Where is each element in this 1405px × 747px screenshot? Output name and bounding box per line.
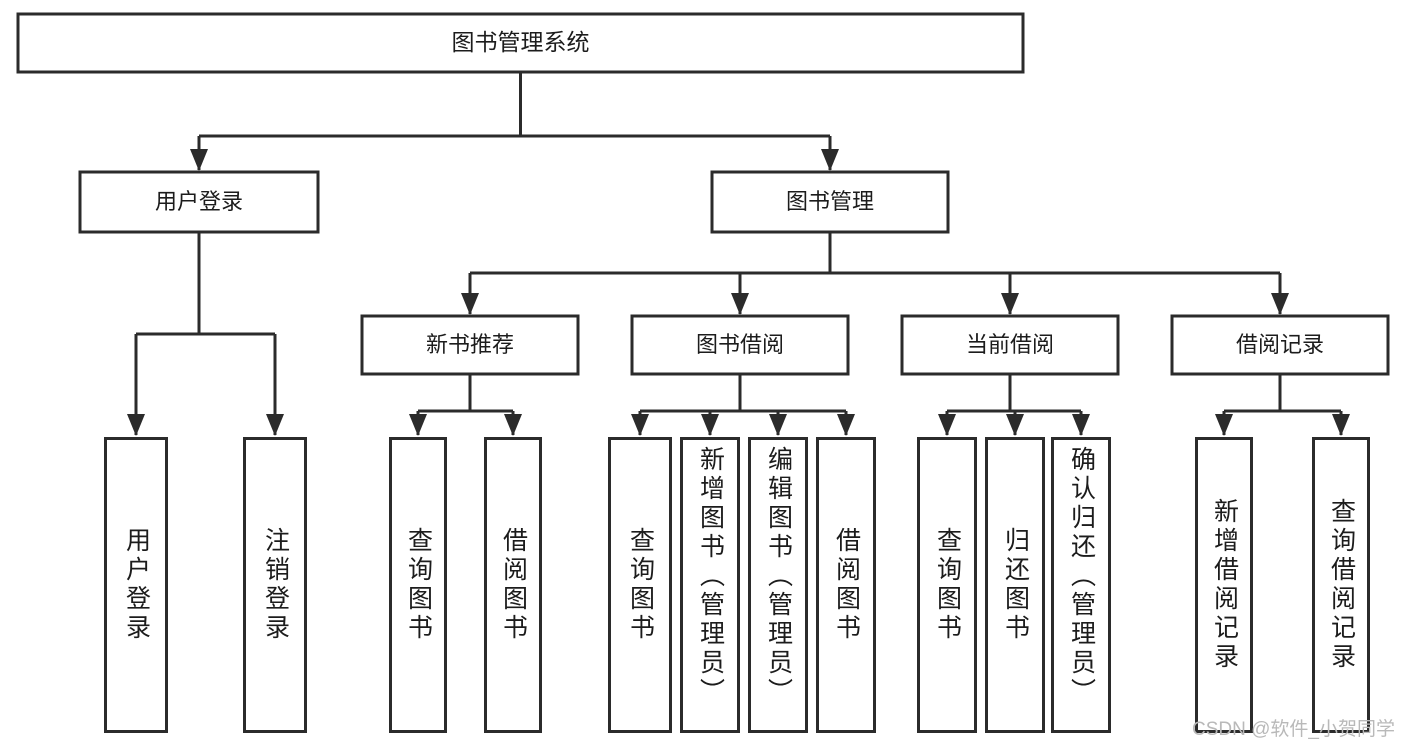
node-level2-0[interactable]: 用户登录 (78, 170, 320, 234)
node-leaf-12-label: 查询借阅记录 (1327, 498, 1356, 672)
node-level3-0-label: 新书推荐 (426, 332, 514, 357)
node-leaf-7-label: 借阅图书 (832, 527, 861, 643)
node-root[interactable]: 图书管理系统 (16, 12, 1025, 74)
node-level3-2[interactable]: 当前借阅 (900, 314, 1120, 376)
node-level2-0-rect[interactable] (78, 170, 320, 234)
arrow-head-icon-mgmt-3 (1271, 293, 1289, 315)
node-level2-1-rect[interactable] (710, 170, 950, 234)
node-level3-1[interactable]: 图书借阅 (630, 314, 850, 376)
node-level3-3-rect[interactable] (1170, 314, 1390, 376)
connectors-layer (127, 72, 1350, 436)
node-leaf-4[interactable]: 查询图书 (608, 437, 672, 733)
arrow-head-icon-leaf-0-0 (127, 414, 145, 436)
arrow-head-icon-mgmt-0 (461, 293, 479, 315)
node-leaf-2[interactable]: 查询图书 (389, 437, 447, 733)
node-leaf-8[interactable]: 查询图书 (917, 437, 977, 733)
arrow-head-icon-leaf-1-1 (504, 414, 522, 436)
node-leaf-7[interactable]: 借阅图书 (816, 437, 876, 733)
node-leaf-9-label: 归还图书 (1001, 527, 1030, 643)
arrow-head-icon-leaf-4-1 (1332, 414, 1350, 436)
node-leaf-0[interactable]: 用户登录 (104, 437, 168, 733)
node-leaf-1-label: 注销登录 (261, 527, 290, 643)
arrow-head-icon-leaf-2-1 (701, 414, 719, 436)
node-leaf-3-label: 借阅图书 (499, 527, 528, 643)
node-leaf-6[interactable]: 编辑图书（管理员） (748, 437, 808, 733)
node-root-label: 图书管理系统 (452, 29, 590, 55)
node-level2-0-label: 用户登录 (155, 189, 243, 214)
node-level3-3[interactable]: 借阅记录 (1170, 314, 1390, 376)
node-leaf-8-label: 查询图书 (933, 527, 962, 643)
node-leaf-9[interactable]: 归还图书 (985, 437, 1045, 733)
node-leaf-12[interactable]: 查询借阅记录 (1312, 437, 1370, 733)
node-leaf-11[interactable]: 新增借阅记录 (1195, 437, 1253, 733)
node-level2-1-label: 图书管理 (786, 189, 874, 214)
node-leaf-10-label: 确认归还（管理员） (1067, 446, 1096, 707)
arrow-head-icon-leaf-1-0 (409, 414, 427, 436)
arrow-head-icon-leaf-3-0 (938, 414, 956, 436)
node-leaf-0-label: 用户登录 (122, 527, 151, 643)
node-leaf-3[interactable]: 借阅图书 (484, 437, 542, 733)
node-leaf-1[interactable]: 注销登录 (243, 437, 307, 733)
node-level3-2-rect[interactable] (900, 314, 1120, 376)
arrow-head-icon-leaf-0-1 (266, 414, 284, 436)
arrow-head-icon-leaf-2-3 (837, 414, 855, 436)
arrow-head-icon-leaf-2-2 (769, 414, 787, 436)
arrow-head-icon-root-0 (190, 149, 208, 171)
arrow-head-icon-leaf-4-0 (1215, 414, 1233, 436)
node-leaf-6-label: 编辑图书（管理员） (764, 446, 793, 707)
node-leaf-2-label: 查询图书 (404, 527, 433, 643)
node-level3-0[interactable]: 新书推荐 (360, 314, 580, 376)
arrow-head-icon-mgmt-2 (1001, 293, 1019, 315)
node-level3-1-rect[interactable] (630, 314, 850, 376)
arrow-head-icon-root-1 (821, 149, 839, 171)
node-leaf-5-label: 新增图书（管理员） (696, 446, 725, 707)
arrow-head-icon-leaf-3-2 (1072, 414, 1090, 436)
node-leaf-10[interactable]: 确认归还（管理员） (1051, 437, 1111, 733)
arrow-head-icon-leaf-2-0 (631, 414, 649, 436)
node-leaf-4-label: 查询图书 (626, 527, 655, 643)
node-leaf-5[interactable]: 新增图书（管理员） (680, 437, 740, 733)
arrow-head-icon-leaf-3-1 (1006, 414, 1024, 436)
node-level3-0-rect[interactable] (360, 314, 580, 376)
node-level3-2-label: 当前借阅 (966, 332, 1054, 357)
node-leaf-11-label: 新增借阅记录 (1210, 498, 1239, 672)
node-level3-3-label: 借阅记录 (1236, 332, 1324, 357)
node-root-rect[interactable] (16, 12, 1025, 74)
node-level2-1[interactable]: 图书管理 (710, 170, 950, 234)
node-level3-1-label: 图书借阅 (696, 332, 784, 357)
arrow-head-icon-mgmt-1 (731, 293, 749, 315)
